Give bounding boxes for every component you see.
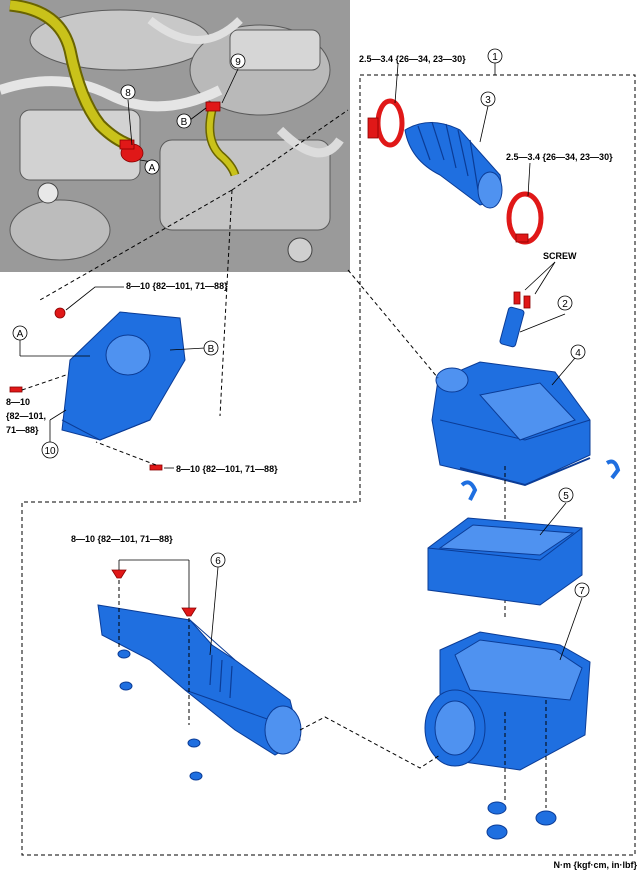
bolt-bracket-top xyxy=(54,307,66,319)
clip-right xyxy=(605,459,621,480)
svg-text:7: 7 xyxy=(579,586,585,597)
svg-text:2: 2 xyxy=(562,299,568,310)
torque-duct: 8—10 {82—101, 71—88} xyxy=(71,534,173,544)
bolt-bracket-left xyxy=(9,386,23,393)
screw-label: SCREW xyxy=(543,251,577,261)
callout-9 xyxy=(230,53,246,69)
grommet xyxy=(187,738,201,748)
torque-bracket-top: 8—10 {82—101, 71—88} xyxy=(126,281,228,291)
torque-bracket-left-3: 71—88} xyxy=(6,425,39,435)
grommet xyxy=(119,681,133,691)
air-cleaner-cover xyxy=(431,361,591,487)
svg-text:A: A xyxy=(17,329,24,340)
callout-10 xyxy=(41,441,59,459)
letter-a-bracket xyxy=(12,325,28,341)
torque-bracket-bottom: 8—10 {82—101, 71—88} xyxy=(176,464,278,474)
svg-text:B: B xyxy=(208,344,215,355)
svg-text:5: 5 xyxy=(563,491,569,502)
units-legend: N·m {kgf·cm, in·lbf} xyxy=(553,860,637,870)
air-cleaner-case xyxy=(424,631,591,840)
assembly-boundary xyxy=(21,74,636,856)
svg-text:10: 10 xyxy=(44,446,56,457)
air-cleaner-bracket xyxy=(61,311,186,441)
engine-photo: 8 A 9 B xyxy=(0,0,350,272)
callout-1 xyxy=(487,48,503,64)
svg-text:3: 3 xyxy=(485,95,491,106)
letter-b-photo xyxy=(176,113,192,129)
callout-6 xyxy=(210,552,226,568)
grommet xyxy=(117,649,131,659)
svg-text:4: 4 xyxy=(575,348,581,359)
intake-hose-assembly xyxy=(367,98,544,245)
air-filter-element xyxy=(427,517,583,606)
torque-clamp-lower: 2.5—3.4 {26—34, 23—30} xyxy=(506,152,613,162)
torque-bracket-left-1: 8—10 xyxy=(6,397,30,407)
torque-clamp-upper: 2.5—3.4 {26—34, 23—30} xyxy=(359,54,466,64)
callout-4 xyxy=(570,344,586,360)
bolt-bracket-bottom xyxy=(149,464,163,471)
callout-2 xyxy=(557,295,573,311)
svg-text:A: A xyxy=(149,163,156,174)
callout-8 xyxy=(120,84,136,100)
air-duct xyxy=(97,604,302,756)
letter-b-bracket xyxy=(203,340,219,356)
torque-bracket-left-2: {82—101, xyxy=(6,411,46,421)
svg-text:9: 9 xyxy=(235,57,241,68)
callout-3 xyxy=(480,91,496,107)
callout-5 xyxy=(558,487,574,503)
hose-clamp-upper xyxy=(375,98,405,148)
hose-connector xyxy=(205,101,221,112)
bolt-duct-right xyxy=(181,607,197,617)
clip-left xyxy=(460,480,478,501)
grommet xyxy=(189,771,203,781)
bolt-duct-left xyxy=(111,569,127,579)
svg-text:1: 1 xyxy=(492,52,498,63)
callout-7 xyxy=(574,582,590,598)
letter-a-photo xyxy=(144,159,160,175)
svg-text:8: 8 xyxy=(125,88,131,99)
svg-text:6: 6 xyxy=(215,556,221,567)
svg-text:B: B xyxy=(181,117,188,128)
mass-air-flow-sensor xyxy=(499,291,531,348)
